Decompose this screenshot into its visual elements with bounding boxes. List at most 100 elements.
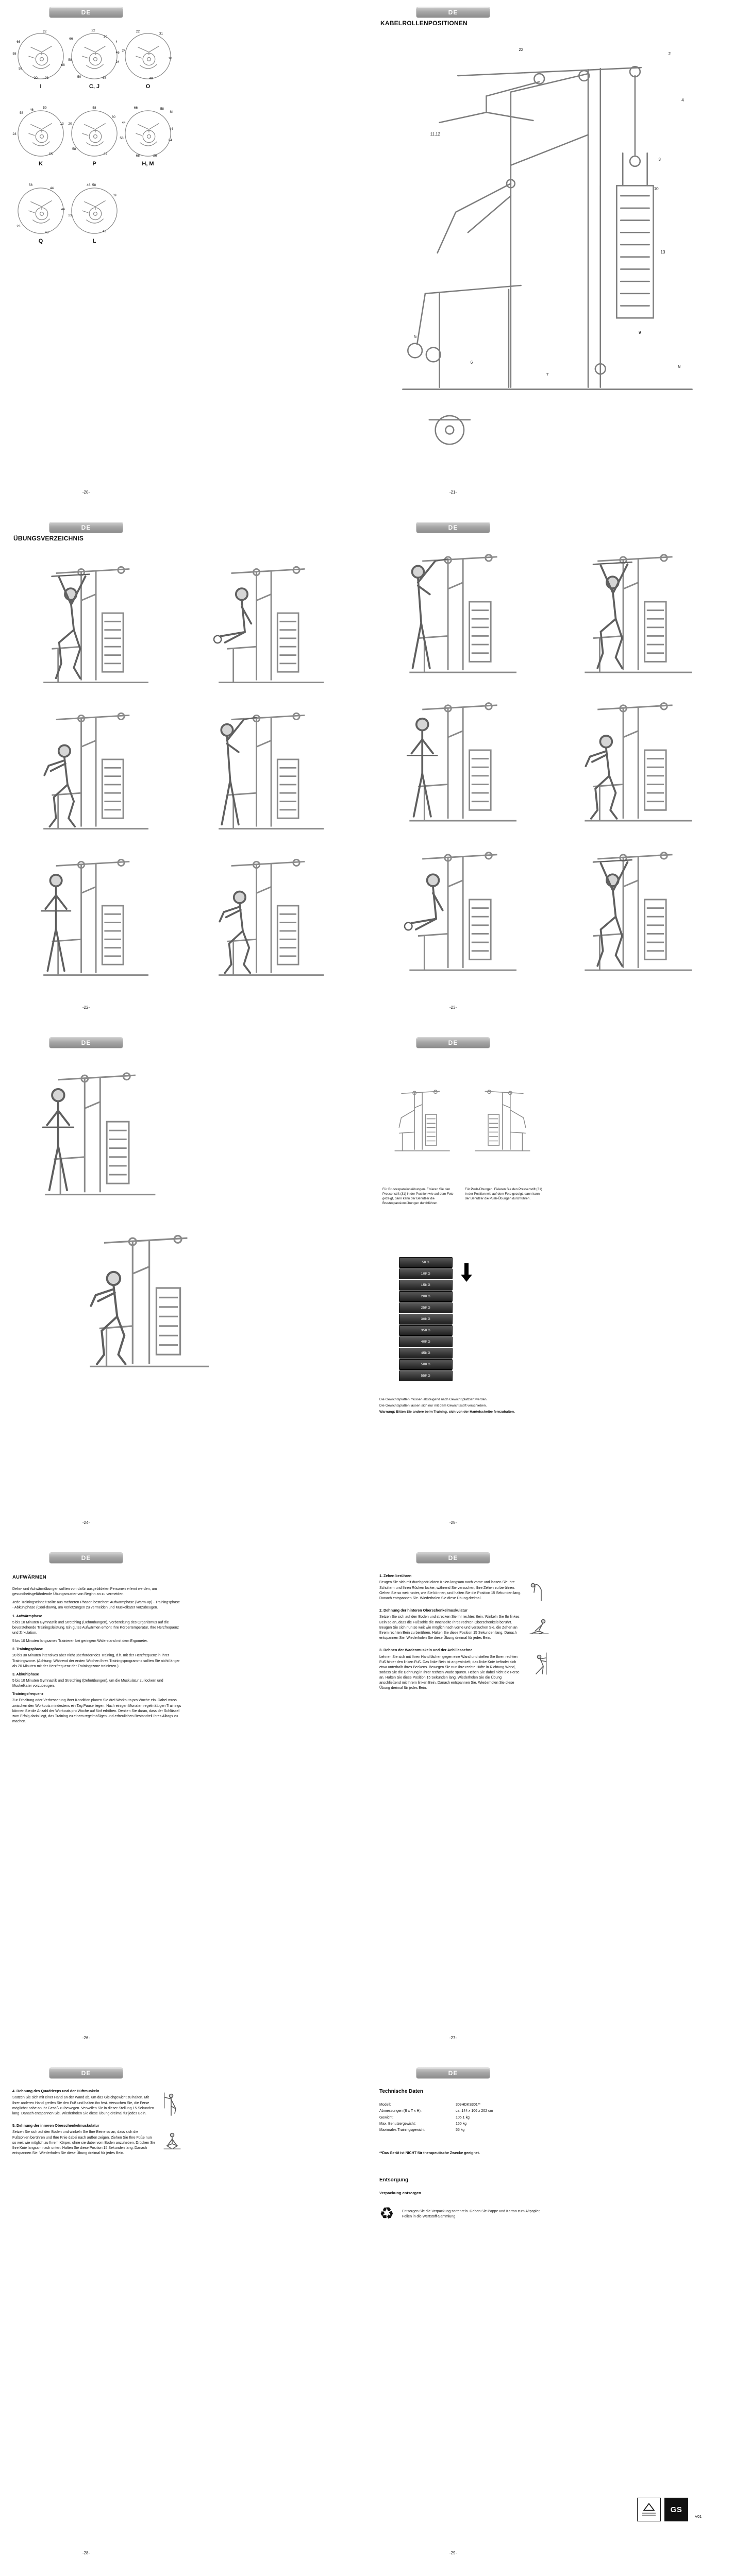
part-number: 58 [68,58,72,62]
spec-label: Gewicht: [379,2115,394,2120]
language-banner: DE [49,7,123,18]
weight-plate: 35KG [399,1325,453,1336]
weight-plate: 5KG [399,1257,453,1268]
press-position-photo-right [465,1062,542,1181]
stretch-heading: 5. Dehnung der inneren Oberschenkelmusku… [12,2123,99,2128]
stretch-body: Stützen Sie sich mit einer Hand an der W… [12,2096,154,2115]
weight-plate: 55KG [399,1370,453,1381]
section-heading: 2. Trainingsphase [12,1648,43,1652]
exercise-illustration-leg-extension [383,844,538,983]
part-number: 23 [12,132,16,136]
spec-value: 55 kg [456,2128,465,2132]
manual-page-25: DE Für Brustexpansionsübungen. Fixieren … [367,1030,734,1546]
disposal-subtitle: Verpackung entsorgen [379,2191,421,2195]
technical-data-title: Technische Daten [379,2089,423,2094]
part-number: 58 [20,111,24,115]
stretch-body: Lehnen Sie sich mit Ihren Handflächen ge… [379,1655,520,1690]
part-number: 4 [115,40,118,44]
language-banner: DE [49,1038,123,1048]
part-number: 46, 58 [87,183,96,187]
paragraph: Dehn- und Aufwärmübungen sollten von daf… [12,1587,157,1597]
stretch-heading: 3. Dehnen der Wadenmuskeln und der Achil… [379,1648,473,1653]
part-number: 22 [43,29,47,33]
part-number: 5 [414,334,417,340]
part-number: 24 [168,138,172,142]
language-banner-label: DE [81,2070,91,2077]
disposal-title: Entsorgung [379,2177,409,2183]
part-number: 22 [91,28,95,32]
part-number: 58 [72,147,76,151]
certification-badges: GS [637,2498,688,2521]
detail-label: L [92,238,96,244]
part-number: 43 [45,230,49,234]
page-number: -23- [449,1005,457,1010]
part-number: 26 [153,154,157,158]
warning-text: Warnung: Bitten Sie andere beim Training… [379,1410,515,1414]
part-number: 66 [69,37,73,41]
weight-plate: 50KG [399,1359,453,1370]
paragraph: 5 bis 10 Minuten Gymnastik und Stretchin… [12,1679,163,1688]
down-arrow-icon [461,1263,472,1282]
part-number: 13 [660,250,665,255]
spec-row: Modell: 309HDKS301** [379,2102,549,2108]
manual-page-23: DE -23- [367,515,734,1030]
part-number: M [170,110,173,114]
part-number: 24 [115,60,120,64]
page-number: -20- [82,490,90,495]
caption-push-exercises: Für Push-Übungen. Fixieren Sie den Press… [465,1188,542,1201]
part-number: 50 [77,75,81,79]
part-number: 3 [658,157,661,162]
technical-data-table: Modell: 309HDKS301** Abmessungen (B x T … [379,2102,549,2133]
part-number: 4 [681,98,684,103]
weight-plate: 10KG [399,1268,453,1279]
exercise-illustration-seated-press [62,1226,232,1381]
language-banner: DE [49,1553,123,1563]
recycling-icon: ♻ [379,2204,394,2223]
part-number: 20 [68,122,72,126]
language-banner-label: DE [81,524,91,531]
part-number: 46 [29,108,34,112]
part-number: 22 [519,47,524,52]
stretch-body: Setzen Sie sich auf den Boden und streck… [379,1615,520,1640]
part-number: 10 [168,56,172,60]
part-number: 9 [638,330,641,335]
stretch-section-quadriceps: 4. Dehnung des Quadrizeps und der Hüftmu… [12,2089,184,2116]
part-number: 7 [546,372,549,378]
warmup-text: Dehn- und Aufwärmübungen sollten von daf… [12,1587,181,1727]
spec-label: Abmessungen (B x T x H): [379,2109,422,2113]
weight-plate: 30KG [399,1314,453,1325]
language-banner: DE [49,522,123,533]
version-label: V01 [695,2514,702,2519]
exercise-illustration-seated-press [16,705,171,841]
spec-value: 309HDKS301** [456,2103,481,2107]
part-number: 58 [19,67,23,71]
caption-chest-expansion: Für Brustexpansionsübungen. Fixieren Sie… [382,1188,454,1206]
section-title-warmup: AUFWÄRMEN [12,1574,47,1580]
page-number: -27- [449,2036,457,2040]
part-number: 30 [103,35,108,39]
stretch-heading: 4. Dehnung des Quadrizeps und der Hüftmu… [12,2089,99,2093]
part-number: 8 [678,364,681,369]
inner-thigh-stretch-figure-icon [162,2126,182,2152]
page-number: -21- [449,490,457,495]
paragraph: 20 bis 30 Minuten intensives aber nicht … [12,1654,180,1668]
stretch-section-toe-touch: 1. Zehen berühren Beugen Sie sich mit du… [379,1573,550,1601]
language-banner-label: DE [81,1554,91,1562]
page-number: -25- [449,1520,457,1525]
exercise-illustration-standing-cable-pull [192,705,346,841]
paragraph: Jede Trainingseinheit sollte aus mehrere… [12,1601,180,1610]
detail-label: C, J [89,83,100,90]
stretch-heading: 1. Zehen berühren [379,1573,412,1578]
language-banner: DE [416,522,490,533]
manual-page-26: DE AUFWÄRMEN Dehn- und Aufwärmübungen so… [0,1546,367,2061]
detail-label: K [39,161,43,167]
part-number: 58 [120,136,124,140]
disposal-text: Entsorgen Sie die Verpackung sortenrein.… [402,2210,541,2219]
gym-machine-art [465,1062,542,1181]
